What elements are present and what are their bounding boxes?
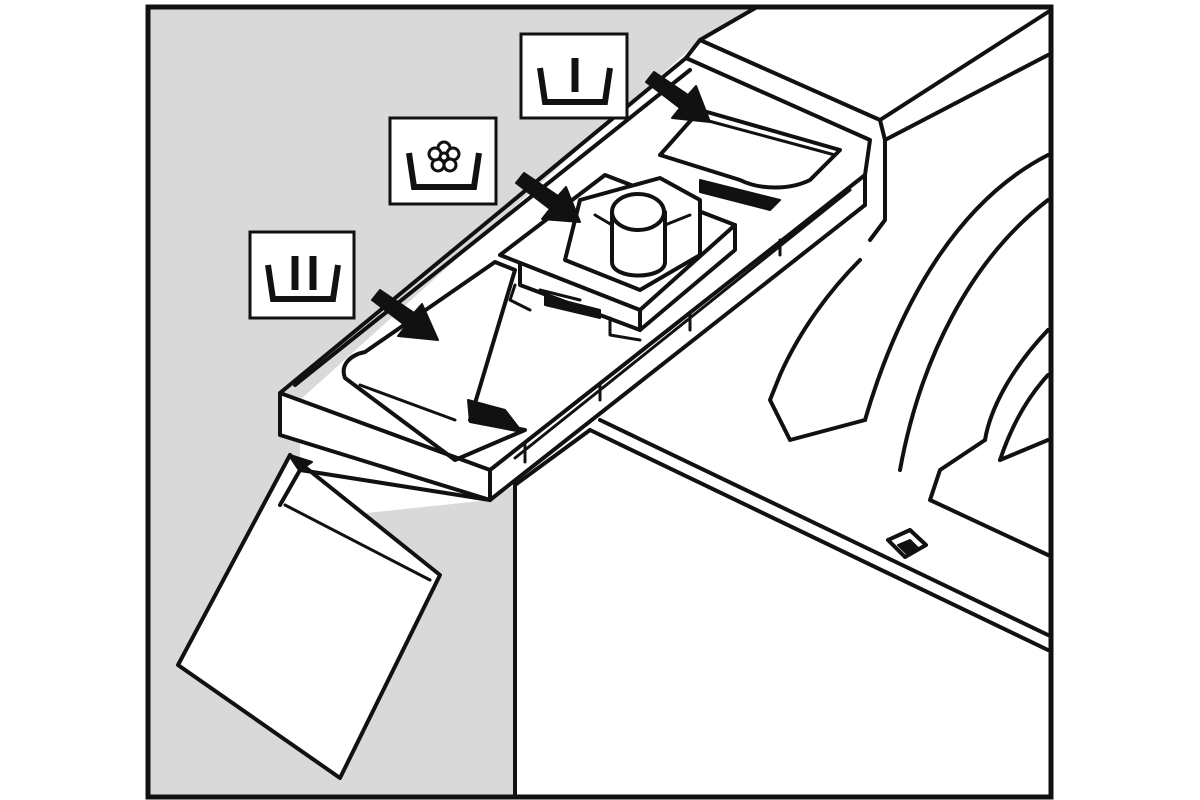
symbol-pre-wash [519,32,629,120]
tub-flower-icon [406,140,482,190]
siphon-cap [610,192,666,232]
tub-one-bar-icon [537,58,613,105]
arrows [371,71,711,341]
drawer-handle[interactable] [176,453,442,780]
arrow-main-wash [371,289,439,341]
pre-wash-compartment [658,108,842,190]
arrow-pre-wash [645,71,711,123]
dispenser-drawer [176,56,872,780]
symbol-fabric-conditioner [388,116,498,206]
tub-two-bars-icon [265,256,341,302]
symbol-main-wash [248,230,356,320]
machine-body [513,5,1050,799]
arrow-fabric-conditioner [515,172,581,223]
